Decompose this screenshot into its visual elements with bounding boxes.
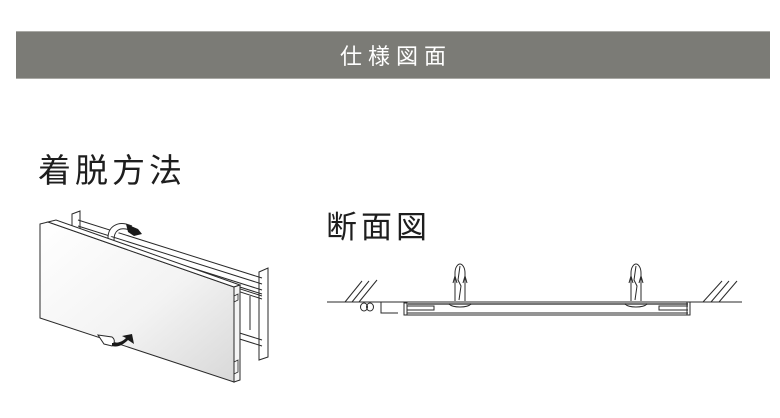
wall-hatch-left — [344, 279, 378, 303]
anchor-plug-left — [448, 263, 472, 308]
front-panel — [39, 219, 242, 383]
cord-loop-symbol — [360, 302, 374, 312]
anchor-plug-right — [624, 263, 648, 308]
spec-drawing-banner: 仕様図面 — [16, 31, 770, 79]
cross-section-heading: 断面図 — [326, 210, 431, 246]
rotate-arrow-bottom-icon — [96, 334, 134, 347]
attach-method-heading: 着脱方法 — [38, 151, 186, 190]
rotate-arrow-top-icon — [107, 223, 142, 241]
rail-profile — [403, 301, 691, 316]
wall-hatch-right — [702, 280, 738, 303]
banner-title: 仕様図面 — [339, 45, 452, 70]
